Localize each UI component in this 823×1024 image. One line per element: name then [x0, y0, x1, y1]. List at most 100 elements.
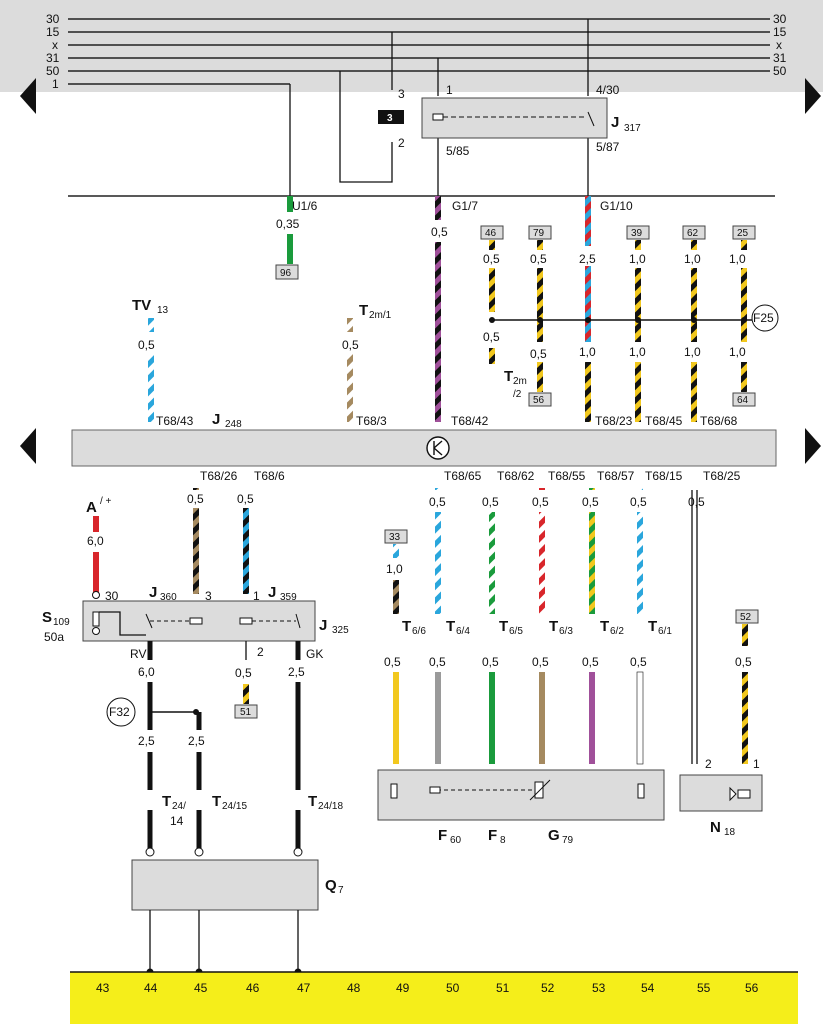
- top-bus-left-labels: 30 15 x 31 50 1: [46, 12, 60, 91]
- bus-label-x-right: x: [776, 38, 782, 52]
- t24-14-sub: 24/: [172, 801, 186, 812]
- tv-sub: 13: [157, 305, 169, 316]
- t6-5-sub: 6/5: [509, 626, 523, 637]
- t6-6-sub: 6/6: [412, 626, 426, 637]
- n18-sub: 18: [724, 827, 736, 838]
- box33-cross: 1,0: [386, 562, 403, 576]
- t24-15-sub: 24/15: [222, 801, 247, 812]
- footer-43: 43: [96, 981, 110, 995]
- box-33: 33: [389, 532, 401, 543]
- fuse-3-number: 3: [387, 113, 393, 124]
- cross-79-bot: 0,5: [530, 347, 547, 361]
- cross-46: 0,5: [483, 252, 500, 266]
- t6-5-cross: 0,5: [482, 655, 499, 669]
- t2m-bot-name: T: [504, 368, 513, 385]
- q7-name: Q: [325, 877, 337, 894]
- box-64: 64: [737, 395, 749, 406]
- a-label: A: [86, 499, 97, 516]
- j360-sub: 360: [160, 592, 177, 603]
- box-51: 51: [240, 707, 252, 718]
- j359-sub: 359: [280, 592, 297, 603]
- t6-1-name: T: [648, 618, 657, 635]
- t6-1-cross: 0,5: [630, 655, 647, 669]
- t6-2-cross: 0,5: [582, 655, 599, 669]
- a-cross: 6,0: [87, 534, 104, 548]
- footer-46: 46: [246, 981, 260, 995]
- t24-15-name: T: [212, 793, 221, 810]
- s109-amp: 50a: [44, 630, 64, 644]
- q7-sub: 7: [338, 885, 344, 896]
- j248-top-pins: J 248 T68/42 T68/23 T68/45 T68/68: [212, 411, 738, 430]
- t2m-bot-suffix: /2: [513, 389, 522, 400]
- pin-t68-45: T68/45: [645, 414, 683, 428]
- pin-t68-26: T68/26: [200, 469, 238, 483]
- footer-50: 50: [446, 981, 460, 995]
- j325-pin-2: 2: [257, 645, 264, 659]
- cross-39-bot: 1,0: [629, 345, 646, 359]
- footer-49: 49: [396, 981, 410, 995]
- prev-page-arrow-icon[interactable]: [20, 78, 36, 114]
- t6-4-cross: 0,5: [429, 655, 446, 669]
- j317-sub: 317: [624, 123, 641, 134]
- footer-45: 45: [194, 981, 208, 995]
- tv-name: TV: [132, 297, 151, 314]
- upper-wiring: [289, 19, 589, 196]
- f8-cross-ecu: 0,5: [482, 495, 499, 509]
- tv-pin: T68/43: [156, 414, 194, 428]
- s109-sub: 109: [53, 617, 70, 628]
- cross-39: 1,0: [629, 252, 646, 266]
- ecu-j248-bar: [71, 429, 777, 467]
- j325-sub: 325: [332, 625, 349, 636]
- pin2-cross: 0,5: [235, 666, 252, 680]
- n18-name: N: [710, 819, 721, 836]
- u16-label: U1/6: [292, 199, 318, 213]
- input-t2m1: T 2m/1 0,5 T68/3: [342, 302, 392, 428]
- g79-sub: 79: [562, 835, 574, 846]
- t6-6-cross: 0,5: [384, 655, 401, 669]
- j248-sub: 248: [225, 419, 242, 430]
- box-79: 79: [533, 228, 545, 239]
- pin-t68-62: T68/62: [497, 469, 535, 483]
- s109-pin: 30: [105, 589, 119, 603]
- t2m1-sub: 2m/1: [369, 310, 392, 321]
- t2m1-cross: 0,5: [342, 338, 359, 352]
- next-page-arrow-icon[interactable]: [805, 78, 821, 114]
- gk-label: GK: [306, 647, 323, 661]
- lower-right-circuit: 33 1,0 0,5 0,5 0,5 0,5 0,5 0,5 T 6/6 T 6…: [377, 488, 763, 846]
- t6-2-name: T: [600, 618, 609, 635]
- f32-label: F32: [109, 705, 130, 719]
- footer-44: 44: [144, 981, 158, 995]
- cross-g110-bot: 1,0: [579, 345, 596, 359]
- g79-name: G: [548, 827, 560, 844]
- pin-t68-25: T68/25: [703, 469, 741, 483]
- box-52: 52: [740, 612, 752, 623]
- t6-4-sub: 6/4: [456, 626, 470, 637]
- footer-51: 51: [496, 981, 510, 995]
- wire-g17: G1/7 0,5: [431, 196, 478, 422]
- relay-j317: 1 4/30 5/85 5/87 J 317: [421, 83, 641, 158]
- j359-name: J: [268, 584, 276, 601]
- pin-t68-15: T68/15: [645, 469, 683, 483]
- f60-sub: 60: [450, 835, 462, 846]
- k-line-icon: [426, 436, 450, 460]
- j360-pin: 3: [205, 589, 212, 603]
- fuse-3: 3 3 2: [378, 87, 405, 150]
- pin-t68-57: T68/57: [597, 469, 635, 483]
- next-arrow-mid-icon[interactable]: [805, 428, 821, 464]
- s109-name: S: [42, 609, 52, 626]
- f60-name: F: [438, 827, 447, 844]
- prev-arrow-mid-icon[interactable]: [20, 428, 36, 464]
- t24-14-name: T: [162, 793, 171, 810]
- t6-5-name: T: [499, 618, 508, 635]
- box-56: 56: [533, 395, 545, 406]
- j317-pin-4-30: 4/30: [596, 83, 620, 97]
- bus-label-1-left: 1: [52, 77, 59, 91]
- bus-label-50-right: 50: [773, 64, 787, 78]
- footer-56: 56: [745, 981, 759, 995]
- footer-54: 54: [641, 981, 655, 995]
- bus-label-15-left: 15: [46, 25, 60, 39]
- ecu-bottom-pins: T68/26 T68/6 T68/65 T68/62 T68/55 T68/57…: [200, 469, 741, 483]
- n18-pin-1: 1: [753, 757, 760, 771]
- t24-14-suffix: 14: [170, 814, 184, 828]
